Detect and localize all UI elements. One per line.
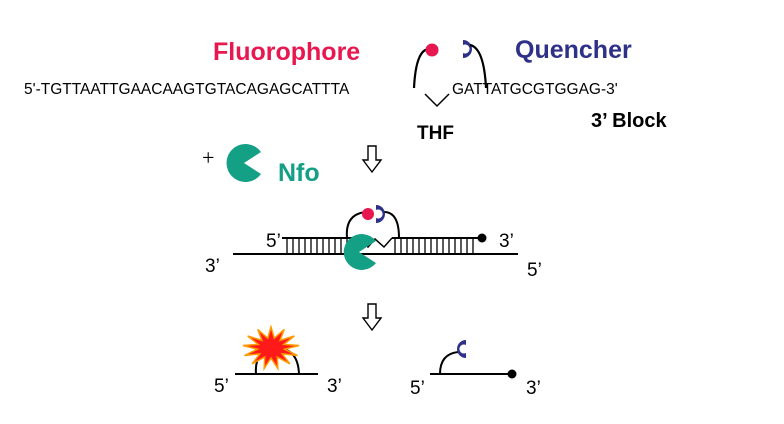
nfo-label: Nfo [278,159,320,187]
complex-fluorophore-dot-icon [362,208,374,220]
target-5-end-label: 5’ [527,260,542,281]
quencher-icon [463,40,472,58]
left-fragment-5-label: 5’ [214,376,229,397]
right-fragment-linker [439,351,459,375]
quencher-label: Quencher [515,36,632,64]
left-fragment-3-label: 3’ [327,376,342,397]
bound-nfo-icon [343,234,376,270]
fluorophore-dot-icon [425,43,439,57]
starburst-icon [242,324,300,372]
base-pair-rungs [286,239,474,253]
thf-label: THF [417,123,454,144]
plus-sign: + [202,145,214,170]
right-fragment-5-label: 5’ [410,378,425,399]
fluorophore-label: Fluorophore [213,38,360,66]
complex-quencher-icon [376,205,385,223]
right-quencher-icon [457,340,466,358]
probe-5-end-label: 5’ [266,231,281,252]
block-dot-icon [477,233,487,243]
down-arrow-icon [362,303,382,331]
quencher-linker [469,43,488,89]
right-block-dot-icon [507,369,517,379]
probe-sequence-left: 5'-TGTTAATTGAACAAGTGTACAGAGCATTTA [24,81,350,98]
fluorophore-linker [412,47,431,89]
target-3-end-label: 3’ [205,256,220,277]
complex-quencher-linker [383,211,400,239]
down-arrow-icon [362,145,382,173]
thf-site-mark [424,93,450,108]
probe-sequence-right: GATTATGCGTGGAG-3' [452,81,618,98]
right-fragment-3-label: 3’ [526,378,541,399]
probe-3-end-label: 3’ [499,231,514,252]
nfo-enzyme-icon [226,143,261,182]
block-label: 3’ Block [591,110,667,132]
